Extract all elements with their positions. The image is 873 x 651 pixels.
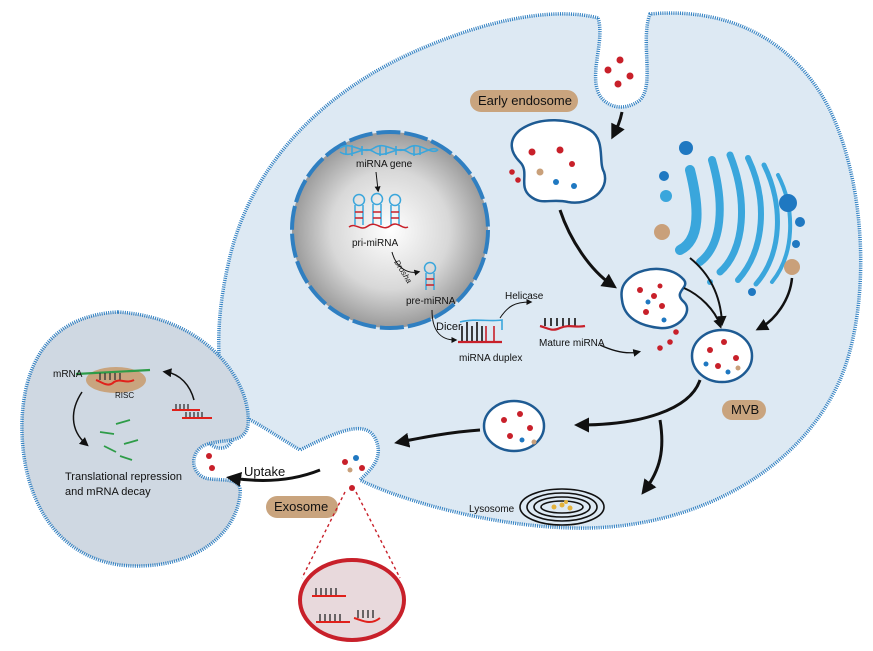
dicer-label: Dicer (436, 321, 462, 333)
drosha-arrow (391, 251, 421, 276)
pri-mirna-hairpins-icon (348, 192, 409, 229)
pre-mirna-label: pre-miRNA (406, 296, 456, 307)
pri-mirna-label: pri-miRNA (352, 238, 398, 249)
nucleus (290, 130, 490, 330)
exosome-pill (266, 496, 338, 518)
uptake-label: Uptake (244, 464, 285, 479)
risc-bound-mirna (95, 373, 135, 386)
mirna-duplex-label: miRNA duplex (459, 353, 522, 364)
translational-repression-line1: Translational repression (65, 471, 182, 483)
mvb (690, 328, 754, 384)
lysosome-label: Lysosome (469, 504, 515, 515)
arrow-gene-to-pri (374, 171, 381, 193)
risc-label: RISC (115, 391, 134, 400)
arrow-mvb-to-secretory (574, 379, 702, 433)
secretory-mvb (482, 399, 546, 453)
mrna-label: mRNA (53, 369, 83, 380)
helicase-label: Helicase (505, 291, 544, 302)
early-endosome (510, 119, 607, 204)
mvb-cargo (703, 339, 741, 375)
lysosome-cargo (551, 500, 573, 511)
golgi-apparatus (675, 151, 793, 287)
arrow-pit-to-endosome (611, 111, 625, 140)
arrow-endosome-to-vesicle (558, 209, 617, 289)
early-endosome-label: Early endosome (478, 93, 572, 108)
released-exosomes (342, 455, 365, 491)
degraded-mrna-fragments (99, 419, 139, 461)
arrow-risc-to-decay (72, 391, 89, 447)
zoom-line-right (355, 491, 401, 579)
recipient-cargo (206, 453, 215, 471)
pre-mirna-hairpin-icon (423, 261, 437, 290)
exosome-zoom (298, 558, 406, 642)
recipient-cell-membrane (20, 310, 250, 568)
arrow-mature-to-mvb (599, 344, 642, 357)
mature-mirna-label: Mature miRNA (539, 338, 605, 349)
arrow-golgi2-to-mvb (755, 277, 794, 331)
mirna-duplex-icon (458, 319, 503, 344)
sorting-endosome-cargo (637, 283, 679, 351)
arrow-secretory-to-membrane (394, 428, 481, 448)
exosome-label: Exosome (274, 499, 328, 514)
secretory-mvb-cargo (501, 411, 537, 445)
mirna-gene-label: miRNA gene (356, 159, 413, 170)
exosome-zoom-mirnas (312, 588, 381, 624)
mrna-strand (75, 368, 151, 376)
arrow-mirna-to-risc (162, 368, 195, 401)
mature-mirna-icon (539, 318, 586, 331)
early-endosome-cargo (509, 146, 577, 189)
dicer-arrow (431, 309, 458, 343)
translational-repression-line2: and mRNA decay (65, 486, 151, 498)
dna-helix-icon (339, 144, 439, 156)
endocytic-pit-cargo (604, 56, 634, 88)
zoom-line-left (301, 491, 346, 579)
early-endosome-pill (470, 90, 578, 112)
mvb-label: MVB (731, 402, 759, 417)
recipient-mirnas (172, 404, 212, 419)
mvb-pill (722, 400, 766, 420)
uptake-arrow (226, 468, 321, 487)
lysosome (519, 488, 605, 526)
arrow-sorting-to-mvb (683, 287, 723, 329)
arrow-golgi-to-mvb (689, 257, 727, 326)
arrow-mvb-to-lysosome (641, 419, 664, 495)
helicase-arrow (499, 299, 533, 319)
